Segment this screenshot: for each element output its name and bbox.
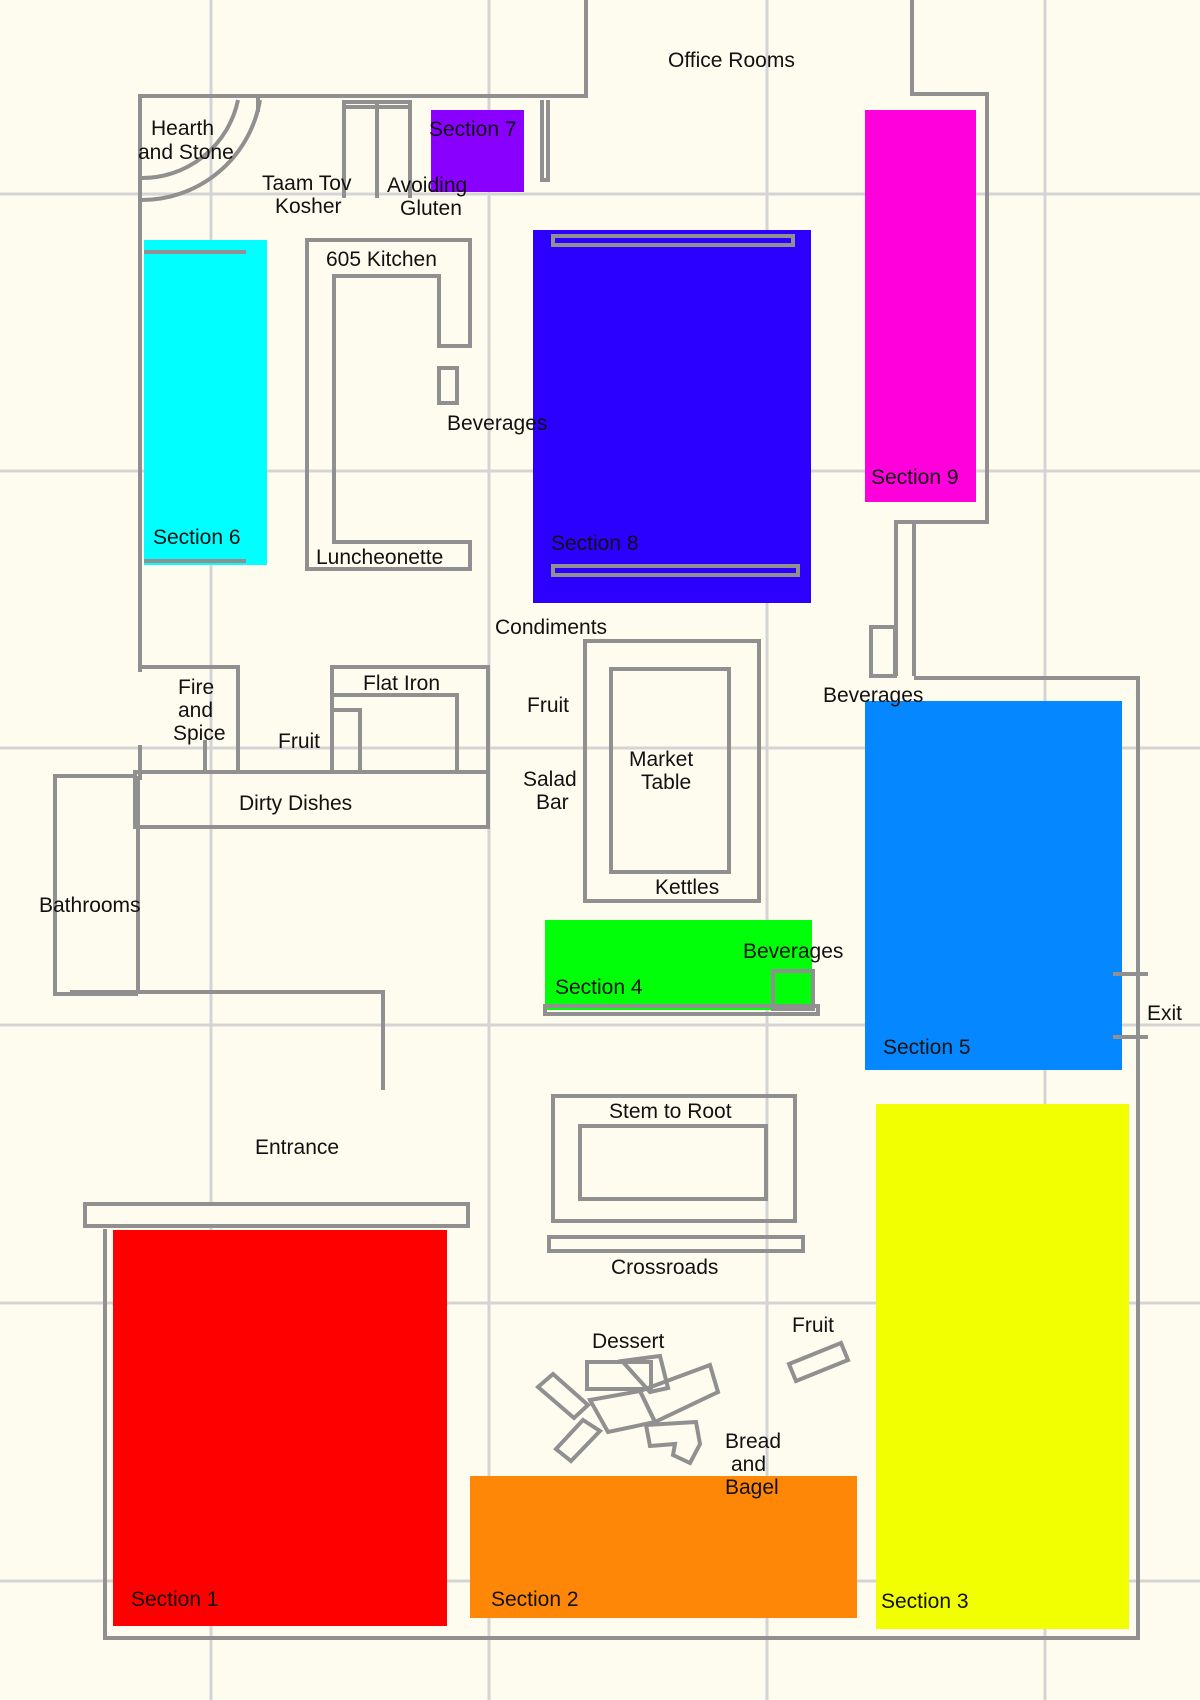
label-stem-to-root: Stem to Root	[609, 1100, 732, 1123]
label-kettles: Kettles	[655, 876, 719, 899]
label-hearth-and-stone: Hearth	[151, 117, 214, 140]
label-condiments: Condiments	[495, 616, 607, 639]
label-taam-tov-kosher: Taam Tov	[262, 172, 352, 195]
map-labels: Office Rooms Hearth and Stone Taam Tov K…	[39, 49, 1182, 1613]
section-2-label: Section 2	[491, 1588, 579, 1611]
section-7-area[interactable]	[431, 110, 524, 192]
label-luncheonette: Luncheonette	[316, 546, 443, 569]
label-fruit: Fruit	[278, 730, 320, 753]
section-8-label: Section 8	[551, 532, 639, 555]
label-fire-and-spice: Fire	[178, 676, 214, 699]
section-6-label: Section 6	[153, 526, 241, 549]
label-salad-bar: Bar	[536, 791, 569, 814]
label-avoiding-gluten: Gluten	[400, 197, 462, 220]
label-entrance: Entrance	[255, 1136, 339, 1159]
section-4-area[interactable]	[545, 920, 812, 1010]
section-5-area[interactable]	[865, 701, 1122, 1070]
section-6-area[interactable]	[144, 240, 267, 565]
label-beverages: Beverages	[447, 412, 547, 435]
label-dessert: Dessert	[592, 1330, 665, 1353]
label-fruit: Fruit	[792, 1314, 834, 1337]
section-1-label: Section 1	[131, 1588, 219, 1611]
section-9-area[interactable]	[865, 110, 976, 502]
label-crossroads: Crossroads	[611, 1256, 718, 1279]
label-fire-and-spice: and	[178, 699, 213, 722]
label-bread-and-bagel: and	[731, 1453, 766, 1476]
label-market-table: Table	[641, 771, 691, 794]
label-bread-and-bagel: Bagel	[725, 1476, 779, 1499]
label-flat-iron: Flat Iron	[363, 672, 440, 695]
label-office-rooms: Office Rooms	[668, 49, 795, 72]
label-beverages: Beverages	[743, 940, 843, 963]
section-7-label: Section 7	[429, 118, 517, 141]
section-5-label: Section 5	[883, 1036, 971, 1059]
label-beverages: Beverages	[823, 684, 923, 707]
section-8-area[interactable]	[533, 230, 811, 603]
section-3-label: Section 3	[881, 1590, 969, 1613]
label-hearth-and-stone: and Stone	[138, 141, 234, 164]
label-exit: Exit	[1147, 1002, 1182, 1025]
label-605-kitchen: 605 Kitchen	[326, 248, 437, 271]
label-avoiding-gluten: Avoiding	[387, 174, 467, 197]
section-9-label: Section 9	[871, 466, 959, 489]
label-market-table: Market	[629, 748, 693, 771]
label-salad-bar: Salad	[523, 768, 577, 791]
label-bathrooms: Bathrooms	[39, 894, 141, 917]
label-fire-and-spice: Spice	[173, 722, 226, 745]
label-taam-tov-kosher: Kosher	[275, 195, 342, 218]
section-3-area[interactable]	[876, 1104, 1129, 1629]
section-1-area[interactable]	[113, 1230, 447, 1626]
section-4-label: Section 4	[555, 976, 643, 999]
label-dirty-dishes: Dirty Dishes	[239, 792, 352, 815]
section-2-area[interactable]	[470, 1476, 857, 1618]
label-bread-and-bagel: Bread	[725, 1430, 781, 1453]
floor-walls	[53, 0, 1148, 1640]
label-fruit: Fruit	[527, 694, 569, 717]
